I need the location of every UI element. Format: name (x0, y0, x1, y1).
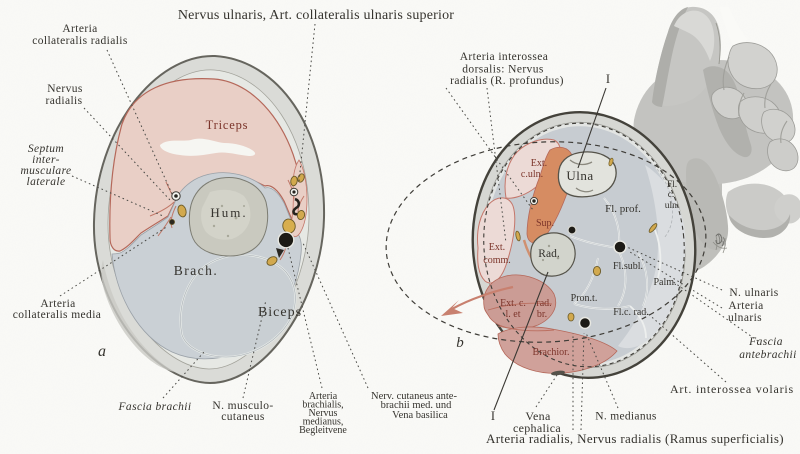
svg-text:l. et: l. et (506, 309, 521, 320)
svg-text:Nervus: Nervus (309, 408, 338, 419)
svg-text:b: b (456, 335, 464, 351)
svg-text:Fascia brachii: Fascia brachii (118, 401, 192, 413)
svg-text:Vena: Vena (525, 409, 551, 423)
svg-text:medianus,: medianus, (303, 417, 344, 428)
svg-text:Art. interossea volaris: Art. interossea volaris (670, 382, 794, 396)
svg-text:Brach.: Brach. (174, 263, 219, 278)
svg-text:brachii med. und: brachii med. und (381, 400, 453, 411)
svg-text:Fl.: Fl. (667, 180, 677, 190)
svg-text:c.: c. (668, 190, 675, 200)
svg-text:collateralis media: collateralis media (13, 309, 102, 321)
svg-text:I: I (491, 409, 495, 423)
svg-text:Septum: Septum (28, 143, 64, 155)
svg-text:brachialis,: brachialis, (302, 400, 343, 411)
svg-text:cephalica: cephalica (513, 421, 561, 435)
svg-text:Arteria interossea: Arteria interossea (460, 51, 549, 63)
svg-text:Arteria: Arteria (40, 298, 75, 310)
svg-text:musculare: musculare (20, 165, 71, 177)
svg-text:Arteria radialis, Nervus radia: Arteria radialis, Nervus radialis (Ramus… (486, 431, 784, 446)
svg-text:antebrachii: antebrachii (739, 349, 796, 361)
svg-text:Arteria: Arteria (728, 300, 763, 312)
svg-text:Brachior.: Brachior. (533, 347, 570, 358)
svg-text:comm.: comm. (483, 255, 511, 266)
svg-text:Begleitvene: Begleitvene (299, 425, 347, 436)
svg-text:laterale: laterale (27, 176, 66, 188)
svg-text:Triceps: Triceps (206, 118, 249, 132)
svg-text:I: I (606, 72, 610, 86)
svg-text:Ext.: Ext. (531, 158, 547, 169)
svg-text:radialis (R. profundus): radialis (R. profundus) (450, 75, 564, 87)
svg-text:ulnaris: ulnaris (728, 312, 762, 324)
svg-text:Nerv. cutaneus ante-: Nerv. cutaneus ante- (371, 391, 457, 402)
svg-text:Arteria: Arteria (309, 391, 338, 402)
svg-text:inter-: inter- (32, 154, 60, 166)
svg-text:Rad.: Rad. (538, 248, 560, 260)
svg-text:Fl.c. rad.: Fl.c. rad. (613, 307, 649, 318)
svg-text:radialis: radialis (45, 95, 82, 107)
svg-text:collateralis radialis: collateralis radialis (32, 35, 128, 47)
svg-text:Fl.subl.: Fl.subl. (613, 261, 643, 272)
svg-text:Ulna: Ulna (566, 168, 593, 183)
svg-text:N. ulnaris: N. ulnaris (729, 287, 778, 299)
svg-text:cutaneus: cutaneus (221, 411, 265, 423)
svg-text:N. musculo-: N. musculo- (212, 400, 273, 412)
svg-text:Nervus: Nervus (47, 83, 83, 95)
svg-text:dorsalis: Nervus: dorsalis: Nervus (462, 64, 544, 76)
svg-text:Ext. c.: Ext. c. (500, 298, 526, 309)
svg-text:Fl. prof.: Fl. prof. (605, 203, 641, 215)
svg-text:c.uln.: c.uln. (521, 169, 543, 180)
svg-text:Hum.: Hum. (210, 205, 247, 220)
svg-text:br.: br. (537, 309, 547, 320)
svg-text:Fascia: Fascia (748, 336, 783, 348)
svg-text:Palm.: Palm. (653, 277, 676, 288)
svg-text:Ext.: Ext. (489, 242, 505, 253)
svg-text:Sup.: Sup. (536, 218, 554, 229)
svg-text:Nervus ulnaris, Art. collatera: Nervus ulnaris, Art. collateralis ulnari… (178, 8, 454, 23)
svg-text:Arteria: Arteria (62, 23, 97, 35)
svg-text:Pron.t.: Pron.t. (571, 293, 598, 304)
svg-text:uln.: uln. (665, 201, 680, 211)
svg-text:rad.: rad. (536, 298, 551, 309)
svg-text:N. medianus: N. medianus (595, 411, 657, 423)
svg-text:a: a (98, 343, 106, 360)
svg-text:Vena basilica: Vena basilica (392, 410, 448, 421)
svg-text:Biceps: Biceps (258, 305, 302, 320)
